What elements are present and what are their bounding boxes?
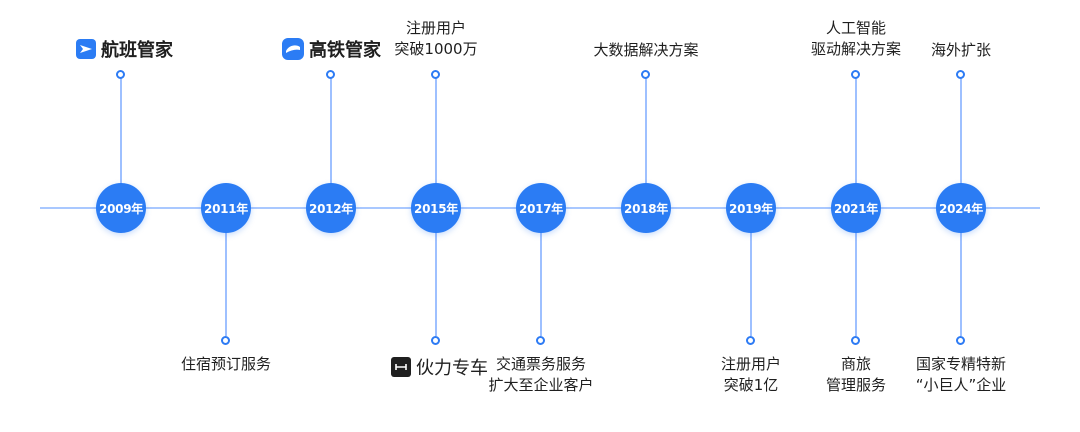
- milestone-line: 管理服务: [825, 376, 886, 394]
- plane-app-icon: [76, 39, 96, 59]
- stem-2009: [120, 78, 122, 208]
- milestone-text: 海外扩张: [930, 41, 991, 59]
- year-node-2017: 2017年: [516, 183, 566, 233]
- stem-end-2018: [641, 70, 650, 79]
- milestone-2024-bottom: 国家专精特新 “小巨人”企业: [881, 354, 1041, 396]
- stem-end-2011: [221, 336, 230, 345]
- stem-2015-bottom: [435, 208, 437, 336]
- brand-gaotie-guanjia: 高铁管家: [282, 36, 381, 62]
- milestone-line: 商旅: [840, 355, 871, 373]
- stem-2021-top: [855, 78, 857, 208]
- train-app-icon: [282, 38, 304, 60]
- stem-end-2021-top: [851, 70, 860, 79]
- year-node-2015: 2015年: [411, 183, 461, 233]
- brand-label: 高铁管家: [309, 40, 381, 61]
- stem-end-2015-top: [431, 70, 440, 79]
- stem-2024-bottom: [960, 208, 962, 336]
- milestone-2021-top: 人工智能 驱动解决方案: [776, 18, 936, 60]
- year-node-2012: 2012年: [306, 183, 356, 233]
- stem-end-2024-top: [956, 70, 965, 79]
- brand-huoli-zhuanche: 伙力专车: [391, 354, 488, 380]
- stem-end-2024-bottom: [956, 336, 965, 345]
- year-node-2009: 2009年: [96, 183, 146, 233]
- milestone-line: 驱动解决方案: [810, 40, 901, 58]
- year-node-2021: 2021年: [831, 183, 881, 233]
- year-node-2019: 2019年: [726, 183, 776, 233]
- milestone-line: 突破1亿: [723, 376, 779, 394]
- stem-2021-bottom: [855, 208, 857, 336]
- milestone-line: 国家专精特新: [915, 355, 1006, 373]
- stem-2024-top: [960, 78, 962, 208]
- stem-end-2015-bottom: [431, 336, 440, 345]
- stem-end-2019: [746, 336, 755, 345]
- milestone-line: 扩大至企业客户: [488, 376, 594, 394]
- milestone-text: 大数据解决方案: [593, 41, 699, 59]
- milestone-2018: 大数据解决方案: [566, 40, 726, 61]
- stem-2019: [750, 208, 752, 336]
- milestone-2015-top: 注册用户 突破1000万: [356, 18, 516, 60]
- milestone-line: 突破1000万: [394, 40, 478, 58]
- stem-2018: [645, 78, 647, 208]
- milestone-line: 注册用户: [720, 355, 781, 373]
- year-node-2024: 2024年: [936, 183, 986, 233]
- milestone-2021-bottom: 商旅 管理服务: [776, 354, 936, 396]
- milestone-text: 住宿预订服务: [180, 355, 271, 373]
- brand-label: 伙力专车: [416, 358, 488, 379]
- milestone-2017: 交通票务服务 扩大至企业客户: [461, 354, 621, 396]
- stem-end-2021-bottom: [851, 336, 860, 345]
- year-node-2018: 2018年: [621, 183, 671, 233]
- milestone-line: “小巨人”企业: [915, 376, 1007, 394]
- year-node-2011: 2011年: [201, 183, 251, 233]
- car-service-icon: [391, 357, 411, 377]
- stem-end-2017: [536, 336, 545, 345]
- stem-2012: [330, 78, 332, 208]
- stem-2015-top: [435, 78, 437, 208]
- brand-hangban-guanjia: 航班管家: [76, 36, 173, 62]
- stem-end-2009: [116, 70, 125, 79]
- milestone-line: 人工智能: [825, 19, 886, 37]
- stem-end-2012: [326, 70, 335, 79]
- stem-2017: [540, 208, 542, 336]
- milestone-2024-top: 海外扩张: [881, 40, 1041, 61]
- milestone-2019: 注册用户 突破1亿: [671, 354, 831, 396]
- brand-label: 航班管家: [101, 40, 173, 61]
- stem-2011: [225, 208, 227, 336]
- milestone-line: 注册用户: [405, 19, 466, 37]
- milestone-line: 交通票务服务: [495, 355, 586, 373]
- milestone-2011: 住宿预订服务: [146, 354, 306, 375]
